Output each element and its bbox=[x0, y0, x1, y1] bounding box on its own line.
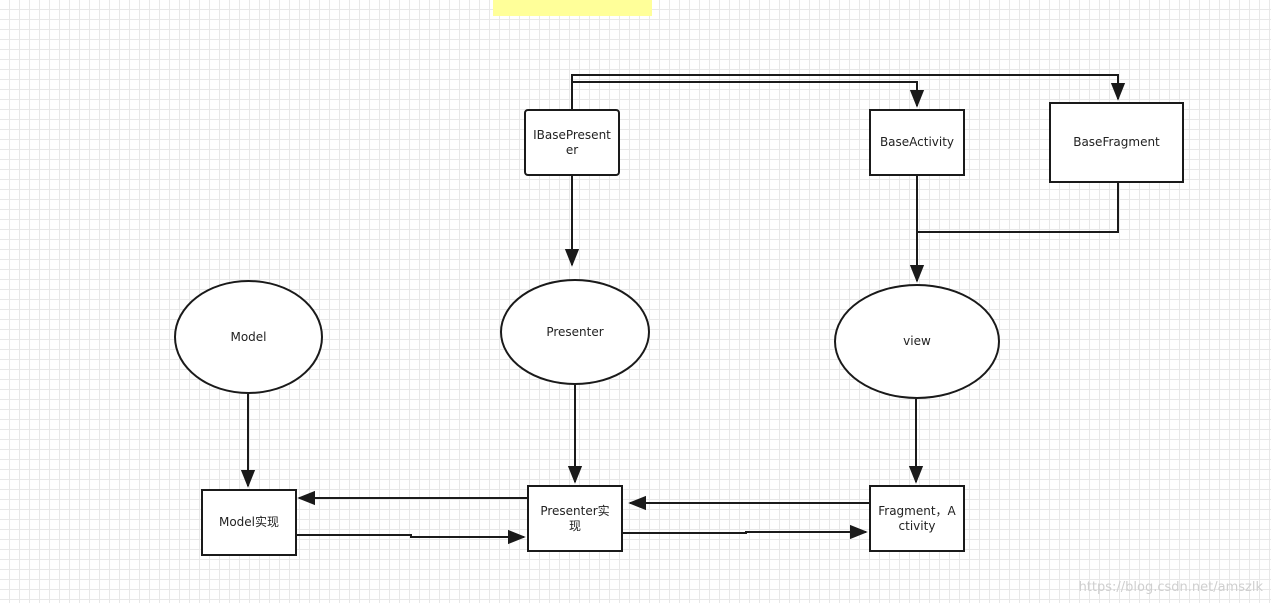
watermark-text: https://blog.csdn.net/amszlk bbox=[1078, 580, 1263, 595]
node-model-impl[interactable]: Model实现 bbox=[201, 489, 297, 556]
edge-basefragment-to-view bbox=[917, 183, 1119, 233]
node-baseactivity-label: BaseActivity bbox=[879, 135, 955, 149]
edge-ibasepresenter-to-baseactivity bbox=[571, 81, 925, 109]
node-presenter[interactable]: Presenter bbox=[500, 279, 650, 385]
node-fragment-activity[interactable]: Fragment，Activity bbox=[869, 485, 965, 552]
node-baseactivity[interactable]: BaseActivity bbox=[869, 109, 965, 176]
edge-ibasepresenter-to-basefragment bbox=[571, 74, 1126, 101]
node-presenter-impl-label: Presenter实现 bbox=[540, 503, 610, 533]
node-ibasepresenter[interactable]: IBasePresenter bbox=[524, 109, 620, 176]
edge-modelimpl-to-presenterimpl bbox=[297, 529, 526, 545]
node-basefragment-label: BaseFragment bbox=[1073, 135, 1160, 149]
highlight-bar bbox=[493, 0, 652, 16]
node-view[interactable]: view bbox=[834, 284, 1000, 399]
edge-presenterimpl-to-fragmentactivity bbox=[622, 524, 868, 540]
node-basefragment[interactable]: BaseFragment bbox=[1049, 102, 1184, 183]
node-presenter-label: Presenter bbox=[546, 324, 604, 339]
node-fragment-activity-label: Fragment，Activity bbox=[878, 503, 956, 533]
node-model-impl-label: Model实现 bbox=[218, 515, 280, 529]
node-model-label: Model bbox=[230, 329, 267, 344]
node-presenter-impl[interactable]: Presenter实现 bbox=[527, 485, 623, 552]
node-ibasepresenter-label: IBasePresenter bbox=[533, 127, 611, 157]
node-view-label: view bbox=[903, 334, 931, 348]
node-model[interactable]: Model bbox=[174, 280, 323, 394]
